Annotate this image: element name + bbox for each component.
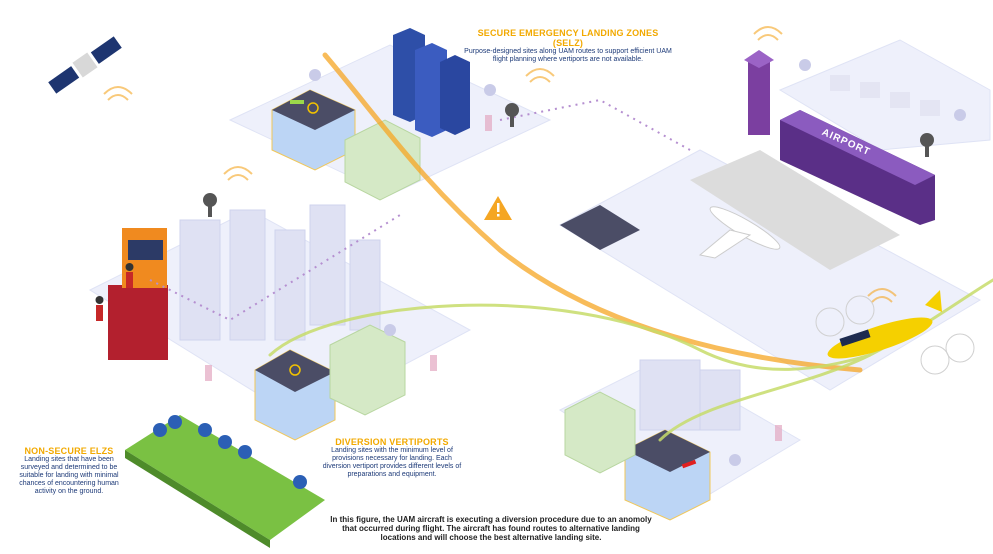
airliner [698, 206, 781, 259]
diversion-vertiport-right [624, 429, 711, 521]
green-building-top [344, 119, 421, 201]
figure-caption: In this figure, the UAM aircraft is exec… [330, 515, 652, 542]
satellite-icon [48, 36, 122, 94]
non-secure-elz-title: NON-SECURE ELZS [24, 446, 114, 456]
communication-links [149, 98, 691, 322]
tree-icon [153, 415, 307, 489]
non-secure-elz-description: Landing sites that have been surveyed an… [19, 456, 119, 495]
diversion-vertiports-label: DIVERSION VERTIPORTS Landing sites with … [322, 437, 462, 479]
tree-icon [309, 59, 966, 466]
non-secure-elz-label: NON-SECURE ELZS Landing sites that have … [14, 446, 124, 496]
city-buildings-background [179, 204, 741, 431]
skyscrapers [393, 28, 470, 137]
diversion-vertiports-title: DIVERSION VERTIPORTS [335, 437, 449, 447]
selz-title-abbrev: (SELZ) [552, 38, 584, 48]
runway [560, 150, 900, 270]
selz-description: Purpose-designed sites along UAM routes … [464, 48, 672, 63]
airport-terminal [780, 110, 935, 225]
selz-label: SECURE EMERGENCY LANDING ZONES (SELZ) Pu… [463, 28, 673, 64]
airport-control-tower [744, 50, 774, 135]
primary-flight-route [322, 52, 863, 373]
drone-icon [681, 459, 697, 469]
houses [830, 75, 940, 116]
uam-aircraft [815, 290, 975, 375]
green-building-middle [329, 324, 406, 416]
person-icon [205, 115, 782, 441]
diversion-vertiport-middle [254, 349, 336, 441]
wifi-signal-icon [103, 26, 897, 303]
person-icon [95, 263, 134, 321]
non-secure-elz-field [125, 415, 325, 548]
selz-title: SECURE EMERGENCY LANDING ZONES [477, 28, 659, 38]
drone-icon [290, 100, 304, 104]
ground-platforms [88, 39, 991, 501]
radar-dish-icon [203, 103, 934, 217]
diversion-vertiports-description: Landing sites with the minimum level of … [322, 447, 462, 478]
control-tower-left [108, 228, 168, 360]
green-building-right [564, 391, 636, 474]
warning-icon [484, 196, 512, 220]
